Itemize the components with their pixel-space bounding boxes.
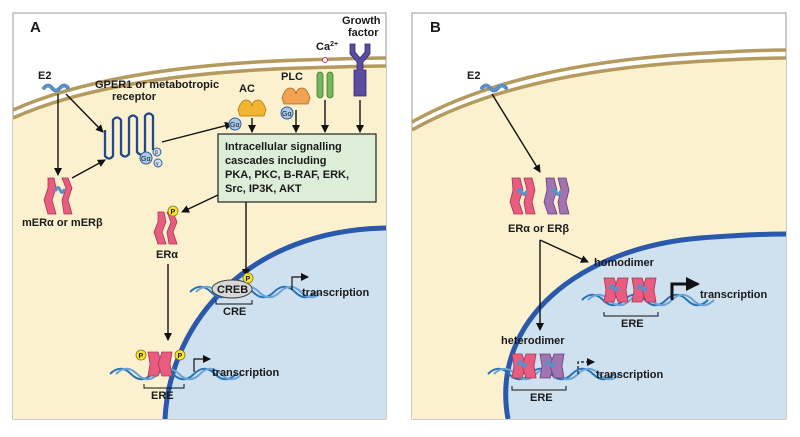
ac-g-alpha-label: Gα [230,122,240,129]
g-gamma-label: γ [156,161,159,167]
growth-factor-label-line2: factor [348,27,379,39]
homodimer-er [603,277,657,303]
g-protein-gper: Gα β γ [139,147,163,168]
signal-box-line4: Src, IP3K, AKT [225,183,302,195]
transcription-label-hetero: transcription [596,369,664,381]
nucleus-b [505,234,786,419]
signal-box-line2: cascades including [225,155,326,167]
e2-label: E2 [38,70,51,82]
arrow-er-to-homodimer [539,239,589,263]
er-alpha-dimer-on-ere: P P [135,349,186,377]
creb-label: CREB [217,284,248,296]
signal-box-line1: Intracellular signalling [225,141,342,153]
calcium-ion [322,57,328,63]
adenylyl-cyclase: Gα [228,99,267,131]
ac-label: AC [239,83,255,95]
g-beta-label: β [155,150,158,156]
panel-a: A E2 GPER1 or metabotropic receptor Gα β… [12,12,387,420]
signal-box-line3: PKA, PKC, B-RAF, ERK, [225,169,349,181]
gper1-label-line1: GPER1 or metabotropic [95,79,219,91]
plc-enzyme: Gα [280,87,311,120]
ere-bracket-a [143,384,185,389]
ere-bracket-homo [603,312,659,317]
mer-label: mERα or mERβ [22,217,103,229]
heterodimer-label: heterodimer [501,335,565,347]
p-label-creb: P [246,276,251,283]
er-beta-cyto [543,177,570,215]
er-alpha-cyto [509,177,536,215]
arrow-e2-to-er-b [491,93,541,173]
arrow-e2-to-gper [65,93,104,133]
cre-label: CRE [223,306,246,318]
creb-protein: CREB P [211,272,254,299]
signalling-cascade-box [217,133,377,203]
arrow-mer-to-gper [71,159,106,179]
transcription-label-ere-a: transcription [212,367,280,379]
mer-receptor [43,177,73,215]
panel-b: B E2 ERα or ERβ homodimer [411,12,787,420]
p-label-ere-right: P [178,353,183,360]
transcription-arrow-homo [670,277,700,300]
er-label-b: ERα or ERβ [508,223,569,235]
gper1-label-line2: receptor [112,91,157,103]
estrogen-molecule [42,83,70,93]
gper1-receptor [103,112,155,160]
g-alpha-label: Gα [141,156,151,163]
e2-label-b: E2 [467,70,480,82]
plasma-membrane-b [412,48,786,132]
transcription-arrow-ere-a [193,355,211,372]
plc-g-alpha-label: Gα [282,111,292,118]
ca-label: Ca2+ [316,41,338,53]
ere-label-a: ERE [151,390,174,402]
estrogen-molecule-b [480,83,508,93]
arrow-box-to-er [181,194,219,213]
er-alpha-label: ERα [156,249,178,261]
growth-factor-label-line1: Growth [342,15,381,27]
ere-bracket-hetero [511,386,567,391]
growth-factor-receptor [349,43,371,97]
calcium-channel [316,71,334,99]
p-label-ere-left: P [139,353,144,360]
panel-b-letter: B [430,19,441,36]
heterodimer-er [511,353,565,379]
plc-label: PLC [281,71,303,83]
cre-bracket [215,300,253,305]
nucleus [165,228,386,419]
transcription-arrow-hetero [577,358,595,374]
er-alpha-phospho: P [153,205,179,245]
transcription-label-homo: transcription [700,289,768,301]
transcription-label-creb: transcription [302,287,370,299]
panel-a-letter: A [30,19,41,36]
ere-label-hetero: ERE [530,392,553,404]
ere-label-homo: ERE [621,318,644,330]
p-label-er: P [171,209,176,216]
arrow-gper-to-ac [161,121,233,143]
transcription-arrow-creb [291,273,309,290]
homodimer-label: homodimer [594,257,655,269]
